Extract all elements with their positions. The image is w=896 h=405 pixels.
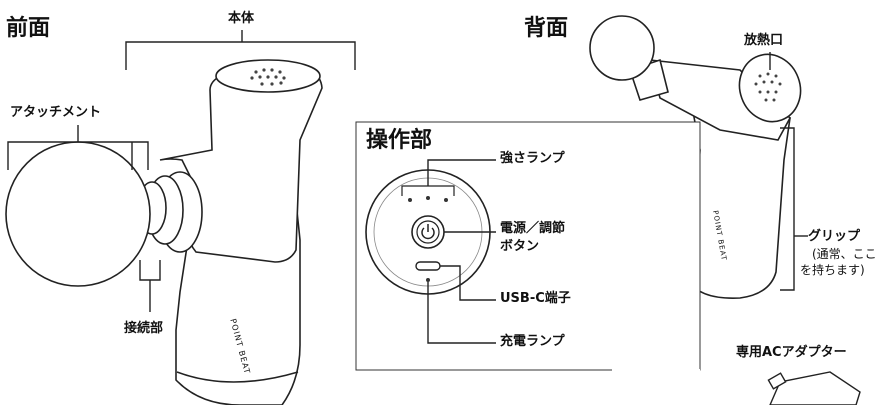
connector-bracket (139, 260, 161, 281)
back-ball-head (589, 15, 655, 81)
back-vent-holes (754, 72, 782, 102)
strength-lamp-label: 強さランプ (500, 151, 565, 166)
back-view-title: 背面 (524, 16, 569, 41)
connector-label: 接続部 (124, 321, 164, 336)
front-ball-head (5, 141, 151, 287)
back-view-device (589, 15, 802, 299)
front-bottom-band (176, 371, 299, 383)
charge-lamp-label: 充電ランプ (500, 334, 565, 349)
charge-lamp-dot (426, 278, 430, 282)
front-leader-lines (7, 30, 356, 312)
grip-note-line-1: (通常、ここ (812, 247, 877, 261)
usb-port-label: USB-C端子 (500, 291, 571, 306)
body-label: 本体 (228, 11, 255, 26)
attachment-label: アタッチメント (10, 105, 102, 120)
back-leader-lines (769, 52, 808, 291)
power-button-label-line-2: ボタン (500, 239, 540, 254)
front-view-device (5, 59, 323, 405)
front-vent-holes (250, 68, 286, 86)
back-cap (738, 53, 802, 123)
back-body (648, 59, 791, 141)
body-bracket (125, 41, 356, 70)
heat-vent-label: 放熱口 (744, 33, 784, 48)
power-symbol (421, 227, 435, 240)
adapter-label: 専用ACアダプター (736, 345, 847, 360)
control-panel-title: 操作部 (366, 128, 433, 153)
usb-port-slot (415, 261, 441, 271)
grip-bracket (780, 127, 795, 291)
grip-label: グリップ (808, 229, 861, 244)
strength-lamp-dots (408, 196, 448, 202)
power-button-label-line-1: 電源／調節 (500, 221, 566, 236)
adapter-drawing (767, 371, 861, 405)
front-view-title: 前面 (6, 16, 51, 41)
grip-note-line-2: を持ちます) (800, 263, 865, 277)
panel-leader-lines (427, 159, 496, 344)
